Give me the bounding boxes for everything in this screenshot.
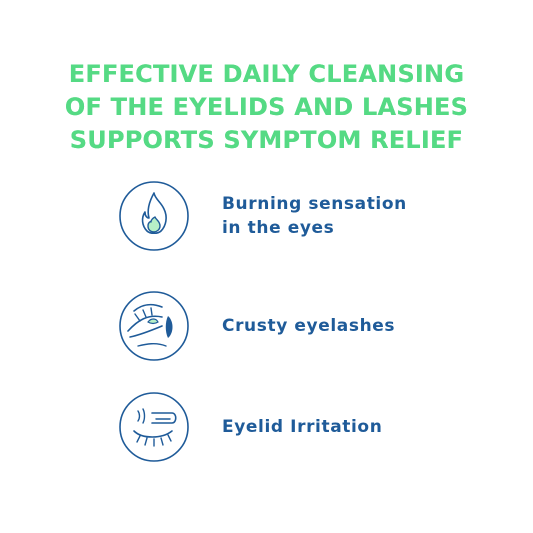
symptom-label-irritation: Eyelid Irritation	[222, 417, 383, 437]
symptom-label-burning: Burning sensation in the eyes	[222, 194, 407, 238]
headline-line-3: SUPPORTS SYMPTOM RELIEF	[69, 126, 464, 154]
flame-icon	[118, 180, 190, 252]
headline-line-1: EFFECTIVE DAILY CLEANSING	[68, 60, 465, 88]
symptom-label-crusty: Crusty eyelashes	[222, 316, 396, 336]
headline-line-2: OF THE EYELIDS AND LASHES	[64, 93, 469, 121]
symptom-crusty: Crusty eyelashes	[118, 290, 458, 362]
symptom-irritation: Eyelid Irritation	[118, 391, 458, 463]
headline: EFFECTIVE DAILY CLEANSING OF THE EYELIDS…	[0, 58, 533, 157]
symptom-burning: Burning sensation in the eyes	[118, 180, 458, 252]
closed-eye-irritation-icon	[118, 391, 190, 463]
crusty-eyelashes-icon	[118, 290, 190, 362]
